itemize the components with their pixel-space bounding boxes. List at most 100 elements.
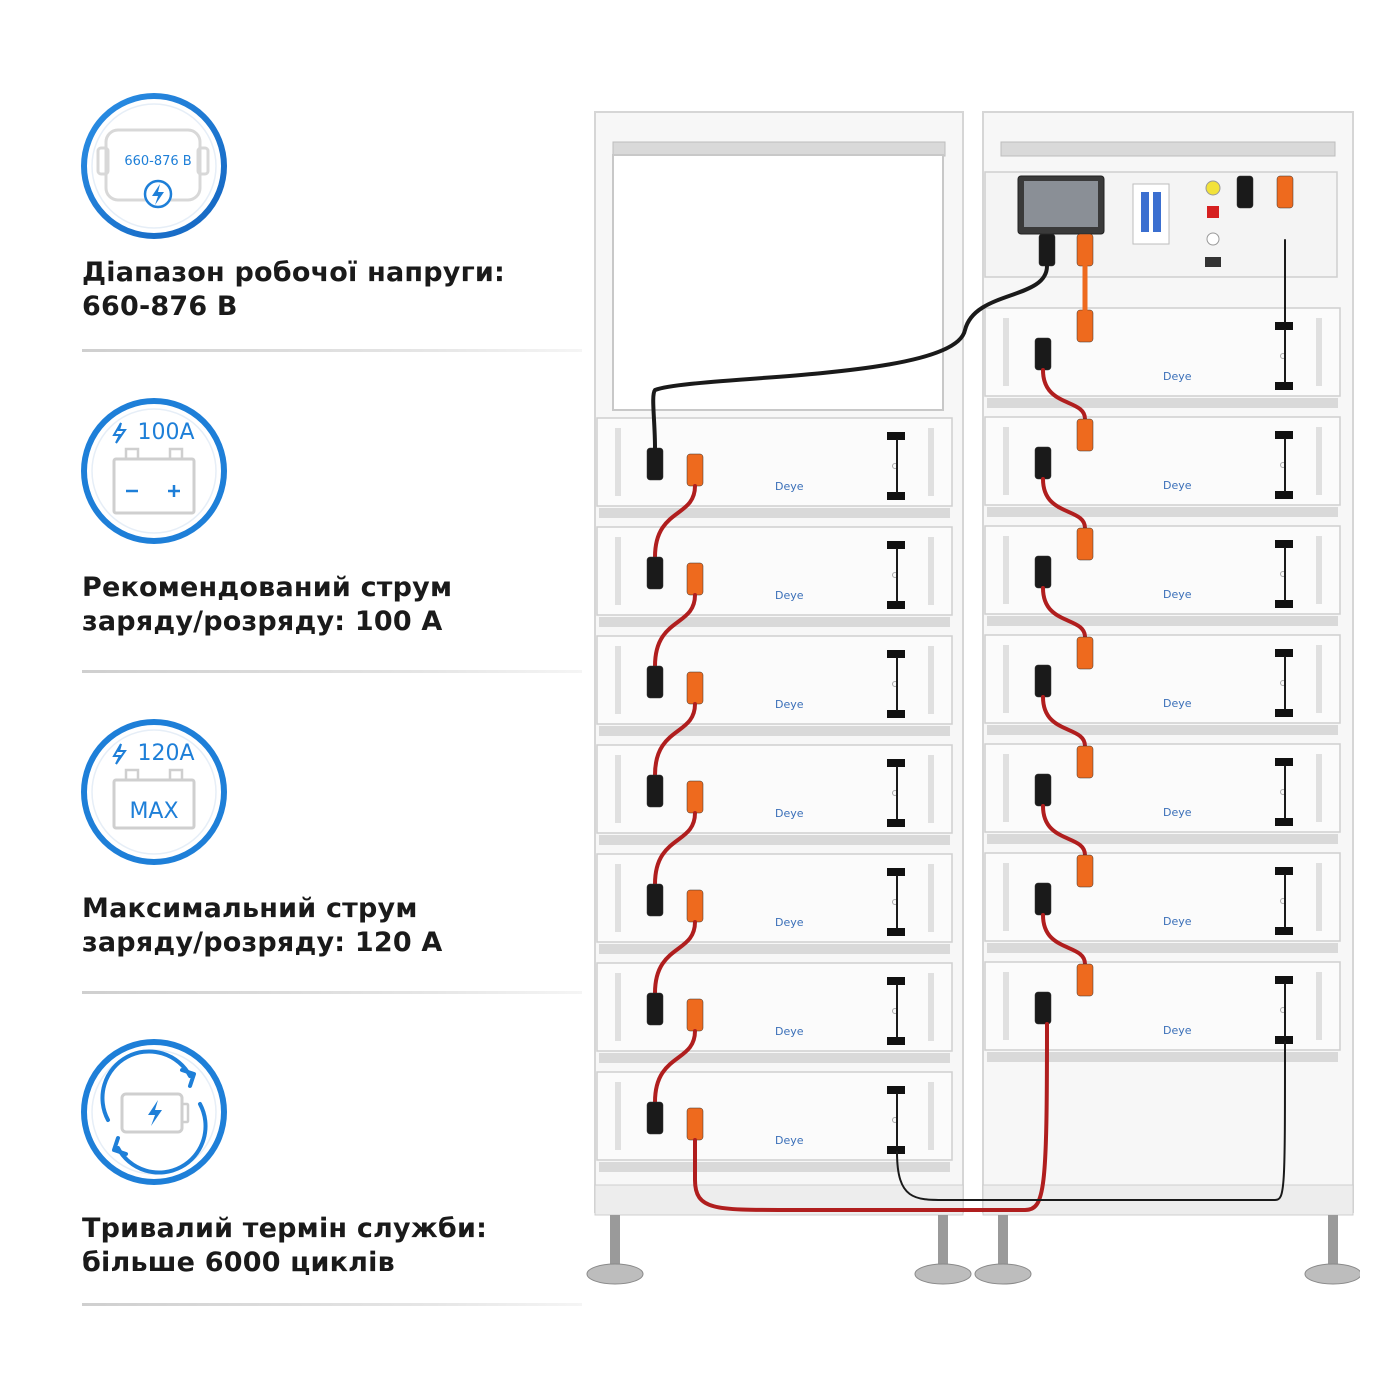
black-connector [646, 447, 664, 481]
feature-lifespan-line2: більше 6000 циклів [82, 1247, 395, 1278]
deye-logo: Deye [1163, 1024, 1192, 1037]
red-link-cable [1041, 477, 1087, 530]
voltage-battery-icon: 660-876 В [78, 90, 230, 242]
module-shelf [987, 398, 1338, 408]
divider [82, 349, 582, 352]
rack-foot [1304, 1263, 1360, 1285]
comm-port [1275, 600, 1293, 608]
comm-port [1275, 976, 1293, 984]
deye-logo: Deye [775, 589, 804, 602]
orange-connector [1076, 309, 1094, 343]
orange-connector [686, 780, 704, 814]
black-connector [646, 1101, 664, 1135]
module-handle [1316, 754, 1322, 822]
empty-bay [612, 154, 944, 411]
comm-port [1275, 382, 1293, 390]
orange-connector [1076, 854, 1094, 888]
orange-connector [1276, 175, 1294, 209]
module-handle [1316, 972, 1322, 1040]
module-handle [1003, 536, 1009, 604]
module-shelf [599, 726, 950, 736]
comm-port [887, 1037, 905, 1045]
deye-logo: Deye [1163, 697, 1192, 710]
black-connector [1034, 991, 1052, 1025]
black-connector [1236, 175, 1254, 209]
module-handle [1003, 972, 1009, 1040]
module-shelf [599, 944, 950, 954]
red-link-cable [653, 1029, 697, 1104]
comm-port [887, 1086, 905, 1094]
orange-connector [686, 889, 704, 923]
feature-max-line1: Максимальний струм [82, 893, 418, 924]
deye-logo: Deye [775, 698, 804, 711]
module-handle [1316, 863, 1322, 931]
module-shelf [599, 835, 950, 845]
black-connector [646, 883, 664, 917]
comm-port [1275, 867, 1293, 875]
rack-foot-post [1328, 1215, 1338, 1265]
divider [82, 1303, 582, 1306]
bottom-red-cable [693, 1022, 1049, 1212]
rack-foot-post [998, 1215, 1008, 1265]
deye-logo: Deye [1163, 370, 1192, 383]
orange-connector [1076, 418, 1094, 452]
breaker-switch [1141, 192, 1149, 232]
red-link-cable [1041, 586, 1087, 639]
bottom-comm-cable [896, 1041, 1286, 1201]
module-handle [928, 428, 934, 496]
comm-port [1275, 709, 1293, 717]
module-handle [928, 755, 934, 823]
black-connector [646, 556, 664, 590]
comm-port [1275, 1036, 1293, 1044]
rack-top-bar [1000, 141, 1336, 157]
rack-foot-post [610, 1215, 620, 1265]
yellow-button [1205, 180, 1221, 196]
feature-max-current: 120А MAX Максимальний струм заряду/розря… [78, 716, 583, 966]
feature-recommended-line1: Рекомендований струм [82, 572, 453, 603]
module-handle [615, 973, 621, 1041]
module-shelf [987, 507, 1338, 517]
comm-port [887, 928, 905, 936]
module-handle [615, 428, 621, 496]
battery-rack-svg: DeyeDeyeDeyeDeyeDeyeDeyeDeyeDeyeDeyeDeye… [586, 111, 1360, 1285]
orange-connector [1076, 963, 1094, 997]
black-connector [646, 665, 664, 699]
module-handle [1003, 863, 1009, 931]
battery-cycle-icon [78, 1036, 230, 1188]
feature-max-line2: заряду/розряду: 120 А [82, 927, 443, 958]
comm-port [887, 1146, 905, 1154]
deye-logo: Deye [775, 807, 804, 820]
comm-port [887, 759, 905, 767]
red-link-cable [1041, 913, 1087, 966]
black-connector [1034, 555, 1052, 589]
black-connector [646, 774, 664, 808]
comm-port [1275, 322, 1293, 330]
black-connector [1034, 337, 1052, 371]
black-connector [1034, 882, 1052, 916]
comm-port [887, 868, 905, 876]
breaker-switch [1153, 192, 1161, 232]
current-badge-text: 100А [137, 420, 194, 445]
divider [82, 991, 582, 994]
max-current-badge-text: 120А [137, 741, 194, 766]
orange-connector [1076, 527, 1094, 561]
feature-voltage-line1: Діапазон робочої напруги: [82, 257, 505, 288]
control-screen-display [1024, 181, 1098, 227]
red-link-cable [653, 484, 697, 559]
battery-max-current-icon: 120А MAX [78, 716, 230, 868]
port [1205, 257, 1221, 267]
module-handle [615, 646, 621, 714]
comm-port [887, 601, 905, 609]
red-link-cable [653, 920, 697, 995]
orange-connector [686, 671, 704, 705]
orange-connector [1076, 636, 1094, 670]
black-connector [1034, 664, 1052, 698]
module-handle [1316, 645, 1322, 713]
module-handle [615, 1082, 621, 1150]
comm-port [1275, 758, 1293, 766]
black-connector [1034, 446, 1052, 480]
module-shelf [599, 1053, 950, 1063]
module-shelf [987, 834, 1338, 844]
white-button [1206, 232, 1220, 246]
